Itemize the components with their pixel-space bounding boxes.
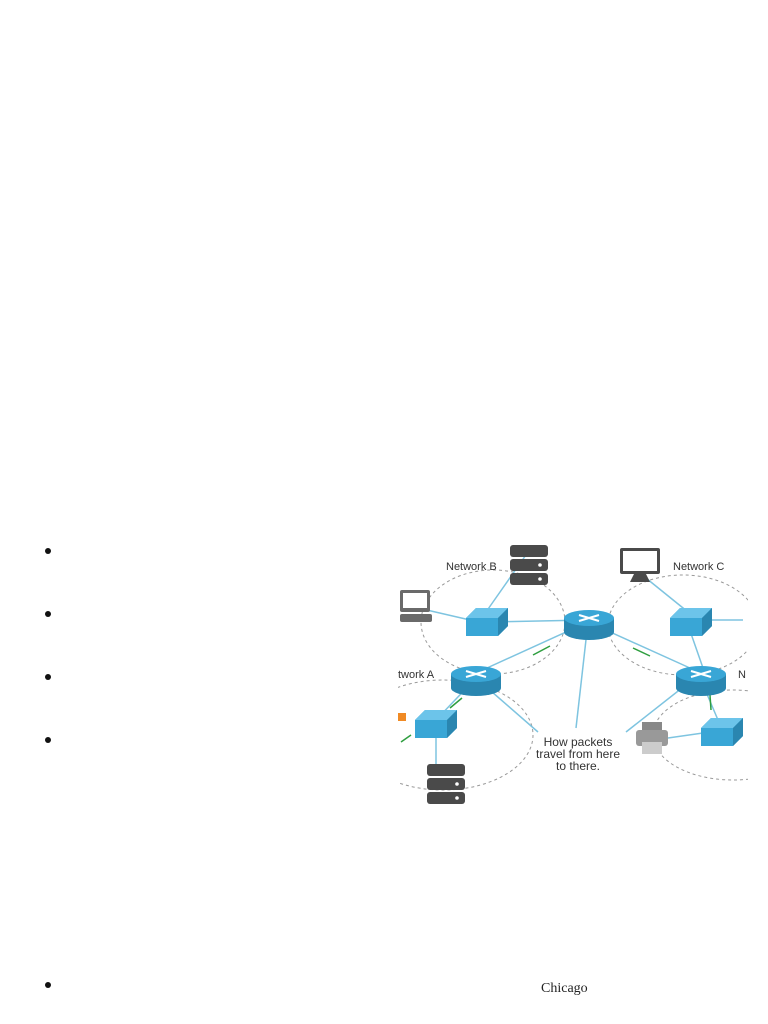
- network-diagram: Network B Network C twork A N How packet…: [398, 540, 748, 805]
- list-bullet: [45, 737, 51, 743]
- network-edge-label: N: [738, 669, 746, 681]
- router-icon: [676, 666, 726, 696]
- city-label: Chicago: [541, 981, 588, 996]
- monitor-icon: [620, 548, 660, 582]
- caption-line-2: travel from here: [536, 747, 620, 761]
- list-bullet: [45, 548, 51, 554]
- caption-line-3: to there.: [556, 759, 600, 773]
- router-icon: [451, 666, 501, 696]
- network-c-label: Network C: [673, 561, 724, 573]
- device-icon: [398, 713, 406, 721]
- caption-line-1: How packets: [544, 735, 613, 749]
- switch-icon: [415, 710, 457, 738]
- network-b-label: Network B: [446, 561, 497, 573]
- list-bullet: [45, 611, 51, 617]
- list-bullet: [45, 982, 51, 988]
- server-icon: [510, 545, 548, 585]
- switch-icon: [701, 718, 743, 746]
- desktop-computer-icon: [400, 590, 432, 622]
- printer-icon: [636, 722, 668, 754]
- switch-icon: [466, 608, 508, 636]
- server-icon: [427, 764, 465, 804]
- list-bullet: [45, 674, 51, 680]
- router-icon: [564, 610, 614, 640]
- switch-icon: [670, 608, 712, 636]
- network-a-label: twork A: [398, 669, 435, 681]
